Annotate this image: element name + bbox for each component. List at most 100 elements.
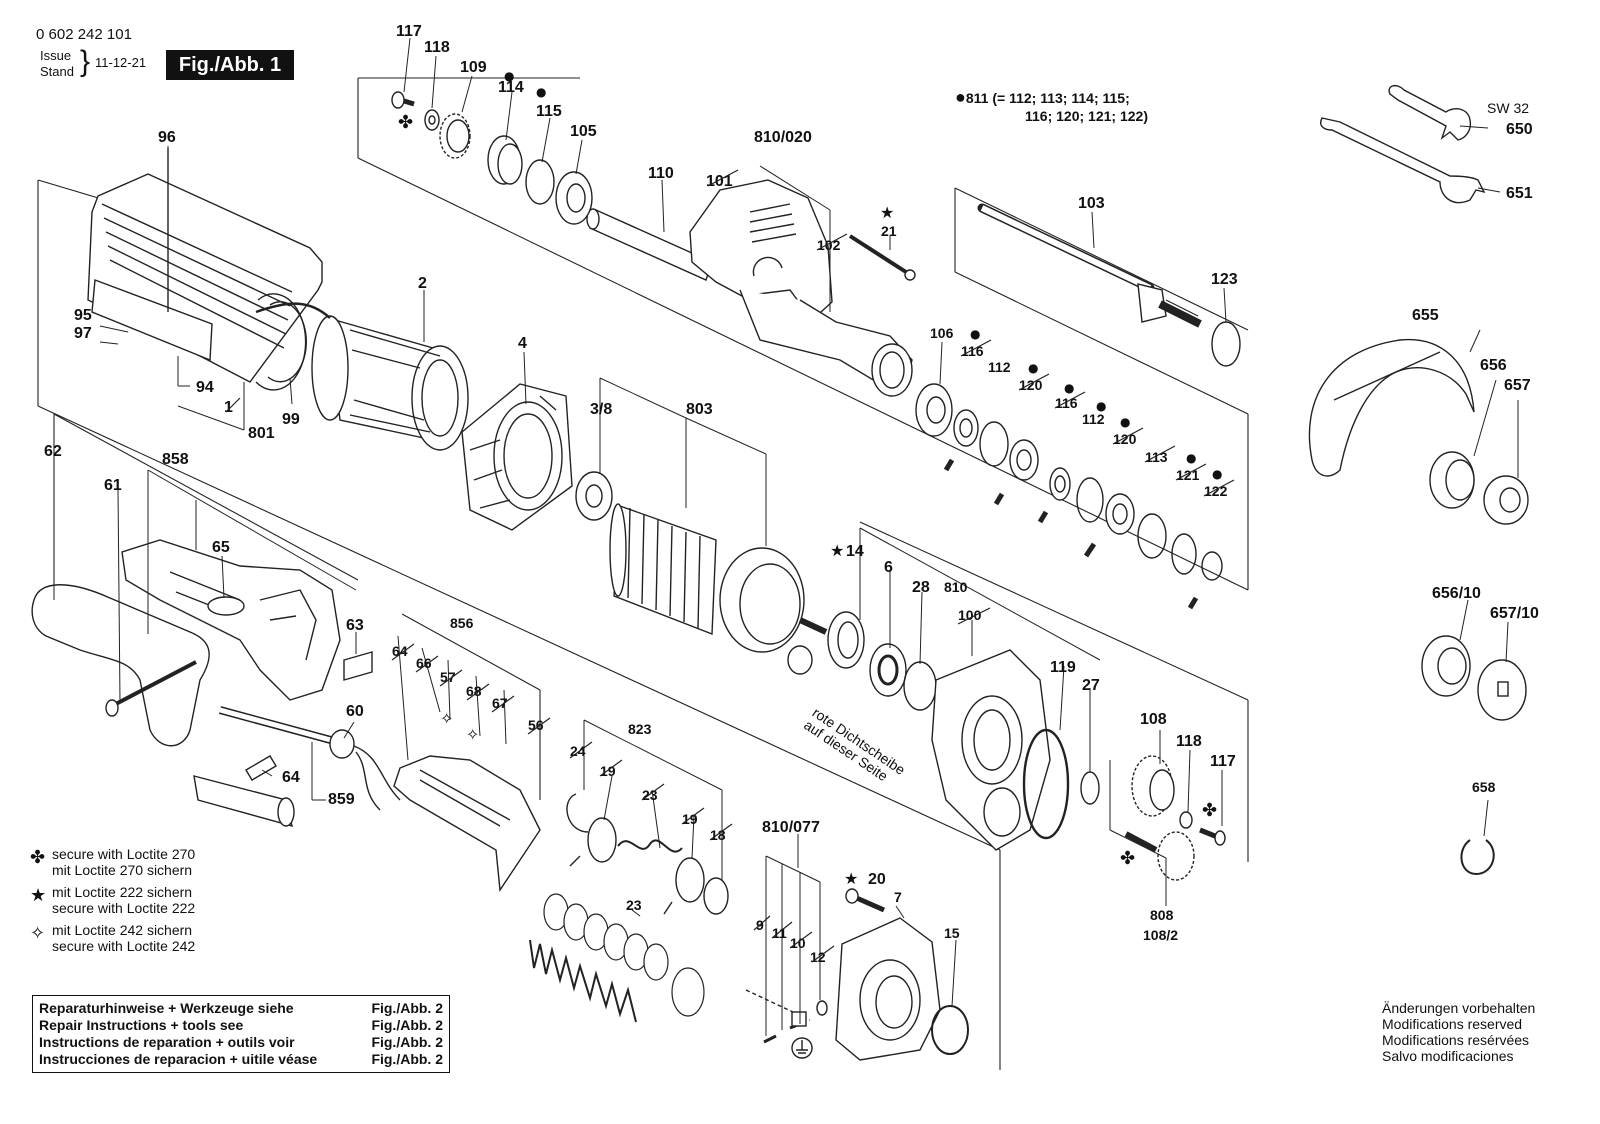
legend-line: secure with Loctite 242 (52, 938, 196, 954)
part-label: 57 (440, 669, 456, 685)
part-label: 859 (328, 791, 355, 808)
filled-dot-icon: ● (1064, 381, 1074, 395)
spec-note-line2: 116; 120; 121; 122) (1025, 108, 1148, 124)
part-label: 4 (518, 335, 527, 352)
outline-star-icon: ✧ (30, 923, 46, 943)
part-label: 118 (1176, 733, 1202, 750)
part-label: 650 (1506, 121, 1533, 138)
repair-ref: Fig./Abb. 2 (371, 1017, 443, 1033)
part-label: 103 (1078, 195, 1105, 212)
part-label: 3/8 (590, 401, 612, 418)
repair-ref: Fig./Abb. 2 (371, 1051, 443, 1067)
part-label: 27 (1082, 677, 1100, 694)
part-label: 14 (846, 543, 864, 560)
brace-icon: } (80, 45, 91, 78)
pinion-group (391, 91, 593, 225)
part-label: 109 (460, 59, 487, 76)
part-label: 64 (282, 769, 300, 786)
filled-dot-icon: ● (1120, 415, 1130, 429)
part-label: 117 (396, 23, 422, 40)
star-icon: ★ (844, 869, 858, 888)
part-label: 65 (212, 539, 230, 556)
part-label: 100 (958, 607, 982, 623)
part-label: 657/10 (1490, 605, 1539, 622)
filled-dot-icon: ● (536, 85, 546, 99)
legend-line: mit Loctite 270 sichern (52, 862, 193, 878)
loctite-legend: ✤ secure with Loctite 270 mit Loctite 27… (30, 846, 195, 960)
part-label: 20 (868, 871, 886, 888)
part-label: 21 (881, 223, 897, 239)
part-label: 118 (424, 39, 450, 56)
wrench-size-label: SW 32 (1487, 100, 1530, 116)
spec-note: ●811 (= 112; 113; 114; 115; 116; 120; 12… (955, 88, 1148, 125)
wrenches (1320, 84, 1486, 204)
handle-housing (31, 539, 341, 747)
part-label: 856 (450, 615, 474, 631)
part-label: 105 (570, 123, 597, 140)
filled-dot-icon: ● (1028, 361, 1038, 375)
ring-123 (1211, 321, 1241, 367)
club-icon: ✤ (30, 847, 46, 867)
legend-line: mit Loctite 222 sichern (52, 884, 193, 900)
outline-star-icon: ✧ (440, 709, 453, 728)
issue-label: Issue (40, 48, 72, 63)
part-label: 117 (1210, 753, 1236, 770)
part-label: 1 (224, 399, 233, 416)
part-label: 56 (528, 717, 544, 733)
repair-ref: Fig./Abb. 2 (371, 1034, 443, 1050)
repair-text: Repair Instructions + tools see (39, 1017, 244, 1033)
baffle-ring (461, 383, 573, 531)
repair-ref: Fig./Abb. 2 (371, 1000, 443, 1016)
repair-text: Instrucciones de reparacion + uitile véa… (39, 1051, 318, 1067)
legend-item-loctite-222: ★ mit Loctite 222 sichern secure with Lo… (30, 884, 195, 916)
filled-dot-icon: ● (970, 327, 980, 341)
spec-note-line1: 811 (= 112; 113; 114; 115; (965, 90, 1130, 106)
filled-dot-icon: ● (1186, 451, 1196, 465)
legend-line: secure with Loctite 222 (52, 900, 196, 916)
part-label: 2 (418, 275, 427, 292)
flanges (1421, 451, 1529, 876)
legend-item-loctite-270: ✤ secure with Loctite 270 mit Loctite 27… (30, 846, 195, 878)
outline-star-icon: ✧ (466, 725, 479, 744)
star-icon: ★ (30, 885, 47, 905)
o-ring-119 (1022, 728, 1070, 840)
part-label: 810 (944, 579, 968, 595)
leader-lines (53, 37, 1519, 1036)
part-label: 60 (346, 703, 364, 720)
wheel-guard (1308, 338, 1475, 477)
gear-housing-handle (689, 179, 913, 397)
strikeouts (225, 169, 1235, 963)
part-label: 95 (74, 307, 92, 324)
screw-21 (848, 234, 916, 281)
modifications-note: Änderungen vorbehalten Modifications res… (1382, 1000, 1535, 1064)
gear-housing (931, 649, 1051, 851)
washer-27 (1080, 771, 1100, 805)
part-label: 15 (944, 925, 960, 941)
repair-row: Repair Instructions + tools see Fig./Abb.… (39, 1017, 443, 1034)
part-label: 858 (162, 451, 189, 468)
part-label: 123 (1211, 271, 1238, 288)
star-icon: ★ (880, 203, 894, 222)
club-icon: ✤ (398, 112, 413, 133)
part-number: 0 602 242 101 (36, 26, 132, 43)
part-label: 810/020 (754, 129, 812, 146)
part-label: 112 (1082, 411, 1105, 427)
star-icon: ★ (830, 541, 844, 560)
bearing-stack (915, 383, 1223, 610)
part-label: 94 (196, 379, 214, 396)
part-label: 110 (648, 165, 674, 182)
stator (255, 302, 469, 451)
part-label: 99 (282, 411, 300, 428)
switch-unit (193, 706, 541, 893)
armature (575, 471, 828, 675)
part-label: 656/10 (1432, 585, 1481, 602)
club-icon: ✤ (1120, 848, 1135, 869)
part-label: 651 (1506, 185, 1533, 202)
part-label: 67 (492, 695, 508, 711)
markers: ✤ ✤ ✤ ★ ★ ★ ✧ ✧ ● ● ● ● ● ● ● ● ● (398, 69, 1222, 888)
filled-dot-icon: ● (1212, 467, 1222, 481)
part-label: 68 (466, 683, 482, 699)
